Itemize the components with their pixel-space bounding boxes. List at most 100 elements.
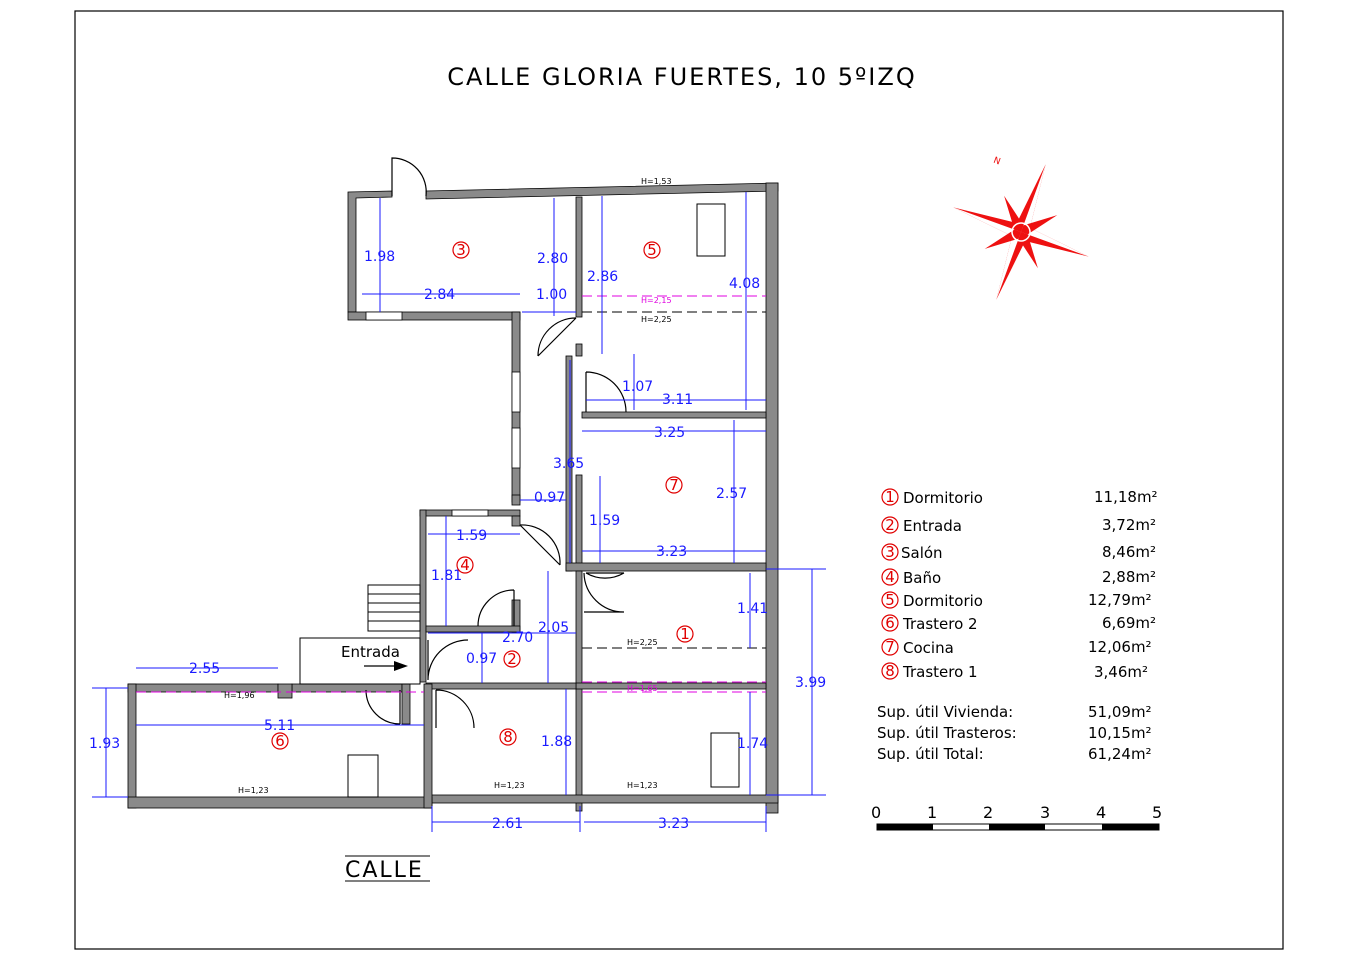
dimension-label: 1.00 [536, 287, 567, 303]
dimension-label: 2.61 [492, 816, 523, 832]
legend-room-name: Trastero 2 [902, 615, 978, 633]
room-legend: 1 Dormitorio 11,18m² 2 Entrada 3,72m² 3 … [881, 488, 1158, 681]
legend-room-name: Salón [901, 544, 943, 562]
svg-text:8: 8 [885, 662, 895, 680]
scale-bar: 0 1 2 3 4 5 [871, 803, 1162, 831]
legend-row: 5 Dormitorio 12,79m² [881, 591, 1152, 610]
svg-text:2: 2 [885, 516, 895, 534]
legend-row: 7 Cocina 12,06m² [881, 638, 1152, 657]
dimension-label: 2.55 [189, 661, 220, 677]
dimension-label: 1.74 [737, 736, 768, 752]
legend-row: 6 Trastero 2 6,69m² [881, 614, 1156, 633]
legend-room-area: 6,69m² [1102, 614, 1156, 632]
legend-room-area: 12,06m² [1088, 638, 1152, 656]
legend-room-name: Entrada [903, 517, 962, 535]
legend-row: 8 Trastero 1 3,46m² [881, 662, 1148, 681]
legend-row: 2 Entrada 3,72m² [881, 516, 1156, 535]
dimension-label: 0.97 [534, 490, 565, 506]
dimension-label: 4.08 [729, 276, 760, 292]
scale-tick: 3 [1040, 803, 1050, 822]
street-label: CALLE [345, 858, 424, 883]
room-number: 4 [460, 556, 470, 574]
legend-room-name: Dormitorio [903, 489, 983, 507]
height-label: H=1,65 [627, 684, 658, 693]
height-label: H=1,23 [494, 781, 525, 790]
dimension-label: 1.59 [589, 513, 620, 529]
doors [365, 157, 627, 729]
dimension-label: 1.98 [364, 249, 395, 265]
dimension-label: 3.99 [795, 675, 826, 691]
dimension-label: 2.80 [537, 251, 568, 267]
dimension-label: 3.25 [654, 425, 685, 441]
dimension-label: 1.88 [541, 734, 572, 750]
dimension-label: 1.59 [456, 528, 487, 544]
legend-row: 4 Baño 2,88m² [881, 568, 1156, 587]
scale-tick: 2 [983, 803, 993, 822]
height-label: H=2,25 [627, 638, 658, 647]
dimension-label: 2.05 [538, 620, 569, 636]
dimension-label: 1.93 [89, 736, 120, 752]
furniture [347, 203, 740, 798]
legend-room-name: Dormitorio [903, 592, 983, 610]
svg-text:3: 3 [885, 543, 895, 561]
legend-row: 1 Dormitorio 11,18m² [881, 488, 1158, 507]
height-label: H=1,23 [238, 786, 269, 795]
total-label: Sup. útil Trasteros: [877, 724, 1017, 742]
entrance-label: Entrada [341, 643, 400, 661]
scale-tick: 1 [927, 803, 937, 822]
height-lines [136, 295, 766, 693]
dimension-label: 5.11 [264, 718, 295, 734]
legend-room-area: 3,46m² [1094, 663, 1148, 681]
legend-room-area: 2,88m² [1102, 568, 1156, 586]
dimension-label: 1.41 [737, 601, 768, 617]
height-label: H=1,96 [224, 691, 255, 700]
dimension-label: 2.86 [587, 269, 618, 285]
room-number: 7 [669, 476, 679, 494]
legend-room-area: 11,18m² [1094, 488, 1158, 506]
dimension-lines [92, 192, 826, 832]
total-label: Sup. útil Vivienda: [877, 703, 1013, 721]
svg-text:5: 5 [885, 591, 895, 609]
room-number: 5 [647, 241, 657, 259]
svg-text:7: 7 [885, 638, 895, 656]
height-label: H=1,23 [627, 781, 658, 790]
north-label: N [992, 156, 1002, 168]
svg-text:4: 4 [885, 568, 895, 586]
total-value: 10,15m² [1088, 724, 1152, 742]
room-number: 6 [275, 732, 285, 750]
total-value: 51,09m² [1088, 703, 1152, 721]
dimension-label: 2.70 [502, 630, 533, 646]
stairs [299, 584, 421, 685]
entrance-arrow-icon [364, 661, 408, 671]
dimension-label: 3.65 [553, 456, 584, 472]
room-number: 2 [507, 650, 517, 668]
walls [127, 182, 779, 814]
height-label: H=2,15 [641, 296, 672, 305]
dimension-label: 2.84 [424, 287, 455, 303]
height-label: H=2,25 [641, 315, 672, 324]
scale-tick: 0 [871, 803, 881, 822]
scale-tick: 4 [1096, 803, 1106, 822]
room-markers [271, 241, 694, 750]
sheet-frame [74, 10, 1284, 950]
windows [365, 311, 521, 517]
room-number: 8 [503, 728, 513, 746]
legend-room-area: 8,46m² [1102, 543, 1156, 561]
total-value: 61,24m² [1088, 745, 1152, 763]
dimension-label: 1.81 [431, 568, 462, 584]
legend-room-name: Trastero 1 [902, 663, 978, 681]
dimension-label: 3.23 [656, 544, 687, 560]
dimension-label: 2.57 [716, 486, 747, 502]
height-label: H=1,53 [641, 177, 672, 186]
legend-row: 3 Salón 8,46m² [881, 543, 1156, 562]
dimension-label: 1.07 [622, 379, 653, 395]
plan-title: CALLE GLORIA FUERTES, 10 5ºIZQ [447, 63, 916, 91]
room-number: 1 [680, 625, 690, 643]
legend-room-name: Cocina [903, 639, 954, 657]
area-totals: Sup. útil Vivienda: 51,09m² Sup. útil Tr… [877, 703, 1152, 763]
dimension-label: 3.23 [658, 816, 689, 832]
total-label: Sup. útil Total: [877, 745, 984, 763]
room-number: 3 [456, 241, 466, 259]
scale-tick: 5 [1152, 803, 1162, 822]
